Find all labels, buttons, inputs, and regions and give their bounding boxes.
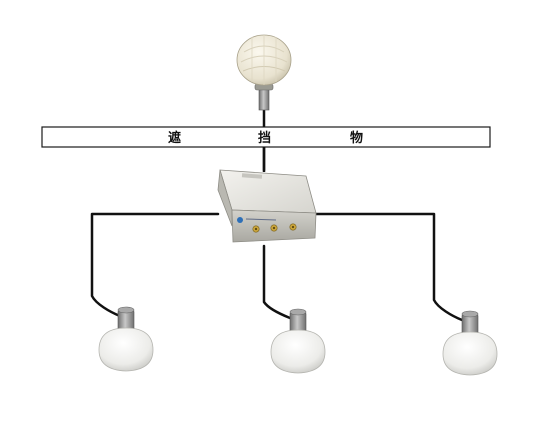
rf-connector-icon bbox=[270, 224, 278, 232]
obstacle-bar: 遮 挡 物 bbox=[41, 126, 491, 148]
rf-connector-icon bbox=[252, 225, 260, 233]
cable-repeater-to-center-antenna bbox=[262, 244, 292, 320]
cable-repeater-to-right-antenna bbox=[312, 212, 464, 322]
gps-mushroom-antenna-icon bbox=[236, 34, 292, 111]
indoor-dome-antenna-icon bbox=[98, 306, 154, 372]
gps-mushroom-antenna-dome bbox=[236, 34, 292, 86]
indoor-dome-antenna-icon bbox=[270, 308, 326, 374]
repeater-top-face bbox=[219, 169, 317, 214]
repeater-logo-dot bbox=[237, 217, 243, 223]
cable-repeater-to-left-antenna bbox=[90, 212, 220, 318]
repeater-left-face bbox=[217, 169, 233, 227]
obstacle-char-3: 物 bbox=[350, 130, 363, 146]
obstacle-char-2: 挡 bbox=[258, 130, 271, 146]
obstacle-bar-box bbox=[41, 126, 491, 148]
gps-repeater-unit-icon bbox=[217, 169, 317, 243]
rf-connector-icon bbox=[289, 223, 297, 231]
obstacle-char-1: 遮 bbox=[168, 130, 181, 146]
indoor-dome-antenna-icon bbox=[442, 310, 498, 376]
